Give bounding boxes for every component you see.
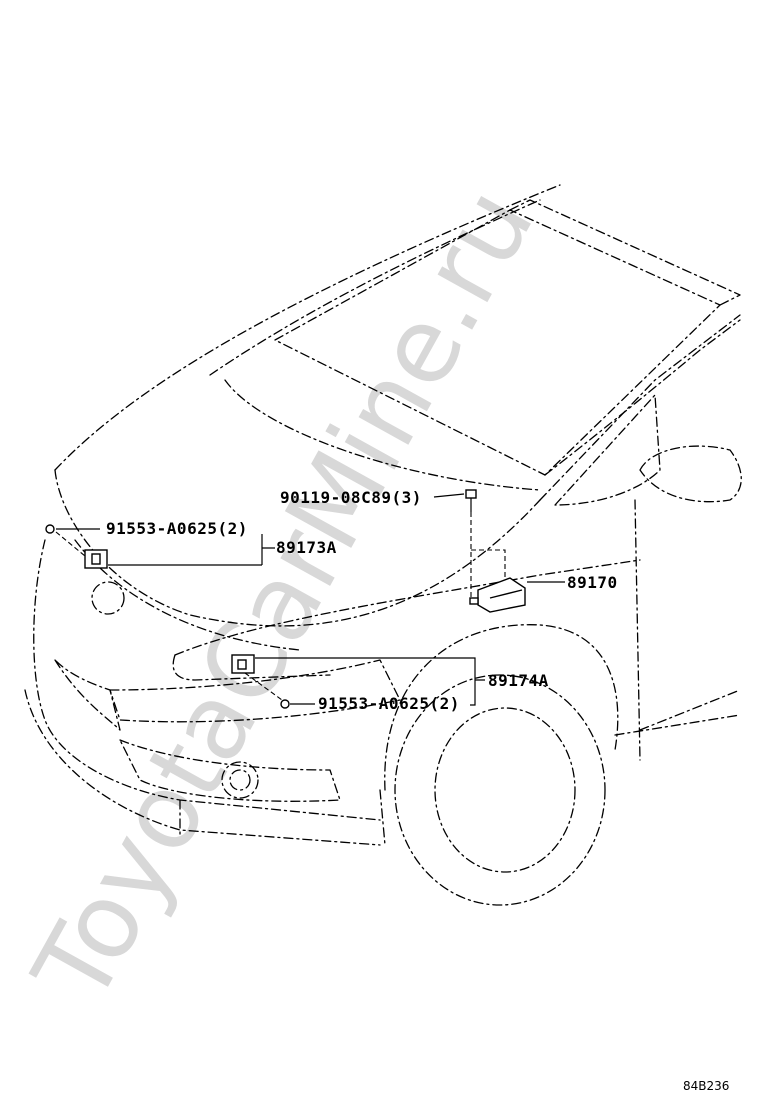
side-mirror (639, 445, 742, 503)
figure-code: 84B236 (683, 1079, 729, 1093)
door-front-edge (634, 499, 641, 761)
tire-outer (394, 674, 606, 906)
label-ecu[interactable]: 89170 (567, 573, 618, 592)
leader-sensor-left (108, 534, 275, 566)
label-screw-front[interactable]: 91553-A0625(2) (318, 694, 460, 713)
screw-left-part[interactable] (45, 524, 55, 534)
screw-front-head (280, 699, 290, 709)
a-pillar (544, 319, 741, 476)
fender-top (174, 559, 641, 656)
fog-lamp-outer (221, 761, 259, 799)
lower-grille (119, 739, 341, 802)
label-sensor-front[interactable]: 89174A (488, 671, 549, 690)
leader-screw-left-sensor (55, 531, 86, 557)
headlight (109, 659, 401, 723)
leader-bolt-top (433, 493, 465, 498)
label-bolt-top[interactable]: 90119-08C89(3) (280, 488, 422, 507)
grille (54, 659, 121, 731)
ecu-connector (469, 597, 479, 605)
door-lower (639, 689, 741, 731)
ecu-ridge (489, 589, 523, 599)
car-outline (24, 184, 742, 906)
hood-crease (74, 539, 301, 651)
screw-front-part[interactable] (280, 699, 290, 709)
sensor-left-window (91, 553, 101, 565)
bumper-outline (33, 539, 381, 821)
airbag-ecu-part[interactable] (469, 577, 526, 613)
screw-left-head (45, 524, 55, 534)
bolt-top-part[interactable] (465, 489, 477, 512)
emblem (91, 581, 125, 615)
front-sensor-center-part[interactable] (231, 654, 255, 674)
leader-sensor-front (255, 657, 485, 706)
wheel-arch (384, 624, 619, 791)
fog-lamp-inner (229, 769, 251, 791)
roofline-left (54, 184, 561, 471)
window-frame (539, 314, 741, 501)
hood-rear-edge (224, 379, 541, 491)
rocker (614, 714, 741, 736)
front-sensor-left-part[interactable] (84, 549, 108, 569)
leader-lines (55, 493, 565, 706)
sensor-center-window (237, 659, 247, 670)
label-sensor-left[interactable]: 89173A (276, 538, 337, 557)
headlight-top (172, 654, 331, 681)
bolt-head (465, 489, 477, 499)
bumper-side (379, 789, 386, 846)
quarter-window (554, 394, 661, 506)
windshield-top-edge (509, 199, 741, 306)
wheel-rim (434, 707, 576, 873)
hood-front-edge (54, 469, 541, 627)
roofline-inner (209, 199, 541, 376)
bumper-lower (24, 689, 381, 846)
leader-bolt-ecu (471, 549, 506, 580)
label-screw-left[interactable]: 91553-A0625(2) (106, 519, 248, 538)
